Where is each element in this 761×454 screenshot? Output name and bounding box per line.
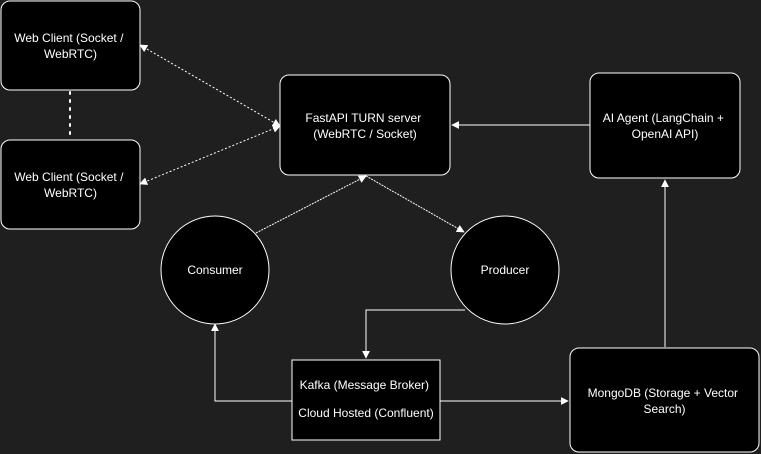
fastapi-to-producer-connector xyxy=(365,175,465,233)
producer-to-kafka-connector xyxy=(362,309,465,359)
ai-agent-label-line-2: OpenAI API) xyxy=(632,127,699,141)
ai-agent-label-line-1: AI Agent (LangChain + xyxy=(603,111,724,125)
ai-agent-node: AI Agent (LangChain + OpenAI API) xyxy=(589,72,741,179)
kafka-label-line-1: Kafka (Message Broker) xyxy=(300,378,429,392)
web-client-1-fastapi-connector xyxy=(139,44,281,127)
consumer-node: Consumer xyxy=(160,215,270,325)
svg-text:Consumer: Consumer xyxy=(187,263,242,277)
svg-text:AI Agent (LangChain + Op: AI Agent (LangChain + OpenAI API) xyxy=(603,111,727,141)
mongodb-label-line-2: Search) xyxy=(643,402,685,416)
svg-text:MongoDB (Storage + Vector: MongoDB (Storage + Vector Search) xyxy=(588,386,742,416)
producer-node: Producer xyxy=(450,215,560,325)
consumer-label: Consumer xyxy=(187,263,242,277)
connectors xyxy=(69,44,669,405)
svg-text:Producer: Producer xyxy=(481,263,530,277)
producer-label: Producer xyxy=(481,263,530,277)
web-client-1-label-line-2: WebRTC) xyxy=(44,47,97,61)
web-client-2-fastapi-connector xyxy=(139,125,281,185)
kafka-to-consumer-connector xyxy=(211,323,292,402)
fastapi-turn-server-node: FastAPI TURN server (WebRTC / Socket) xyxy=(279,74,451,176)
fastapi-label-line-2: (WebRTC / Socket) xyxy=(313,127,417,141)
web-client-2-label-line-1: Web Client (Socket / xyxy=(14,170,124,184)
kafka-label-line-2: Cloud Hosted (Confluent) xyxy=(298,406,433,420)
web-client-node-1: Web Client (Socket / WebRTC) xyxy=(0,0,141,91)
web-client-2-label-line-2: WebRTC) xyxy=(44,186,97,200)
fastapi-label-line-1: FastAPI TURN server xyxy=(305,111,421,125)
svg-text:Web Client (Socket / Web: Web Client (Socket / WebRTC) xyxy=(14,170,127,200)
svg-text:Web Client (Socket / Web: Web Client (Socket / WebRTC) xyxy=(14,31,127,61)
web-client-1-label-line-1: Web Client (Socket / xyxy=(14,31,124,45)
consumer-to-fastapi-connector xyxy=(255,175,367,234)
kafka-node: Kafka (Message Broker) Cloud Hosted (Con… xyxy=(291,359,441,441)
mongodb-node: MongoDB (Storage + Vector Search) xyxy=(569,347,760,453)
web-client-node-2: Web Client (Socket / WebRTC) xyxy=(0,139,141,230)
svg-text:Kafka (Message Broker) C: Kafka (Message Broker) Cloud Hosted (Con… xyxy=(298,378,433,420)
mongodb-label-line-1: MongoDB (Storage + Vector xyxy=(588,386,738,400)
svg-text:FastAPI TURN server (Web: FastAPI TURN server (WebRTC / Socket) xyxy=(305,111,424,141)
